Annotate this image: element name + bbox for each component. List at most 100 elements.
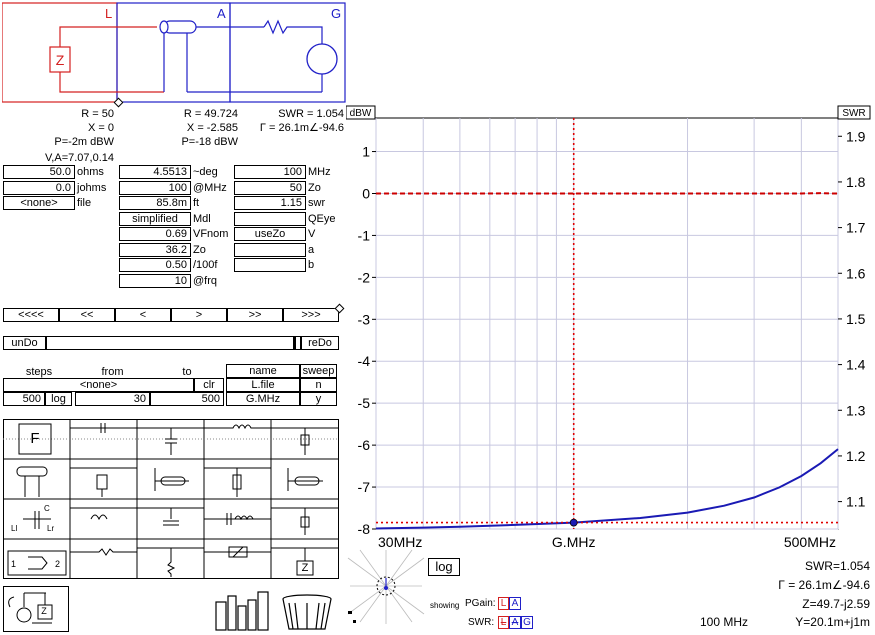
circuit-schematic [2,2,346,103]
sweep-clear-button[interactable]: clr [194,378,224,392]
left-tick-label-7: -6 [358,437,371,453]
load-param-unit-0: ohms [77,165,117,179]
generator-thumbnail-z: Z [37,605,51,617]
line-param-value-6[interactable]: 0.50 [119,258,191,272]
load-reactance-readout: X = 0 [44,122,114,134]
palette-file-symbol: F [19,433,51,445]
nav-button-3[interactable]: > [171,308,227,322]
right-tick-label-7: 1.2 [846,448,866,464]
sweep-name-header: name [226,364,300,378]
sweep-from-header: from [75,366,150,378]
line-param-value-1[interactable]: 100 [119,181,191,195]
nav-button-4[interactable]: >> [227,308,283,322]
swr-toggle-l[interactable]: L [498,616,509,629]
sweep-sweep-n[interactable]: n [300,378,337,392]
palette-port2-label: 2 [55,558,60,570]
load-param-value-0[interactable]: 50.0 [3,165,75,179]
gen-param-value-4[interactable]: useZo [234,227,306,241]
polar-log-button[interactable]: log [428,558,460,576]
undo-button[interactable]: unDo [3,336,46,350]
gen-param-unit-2: swr [308,196,348,210]
polar-chart-thumbnail[interactable] [346,548,426,630]
line-param-unit-6: /100f [193,258,233,272]
sweep-file-field[interactable]: <none> [3,378,194,392]
right-tick-label-6: 1.3 [846,402,866,418]
line-param-value-5[interactable]: 36.2 [119,243,191,257]
gen-param-value-3[interactable] [234,212,306,226]
line-param-value-3[interactable]: simplified [119,212,191,226]
gen-param-value-2[interactable]: 1.15 [234,196,306,210]
left-tick-label-6: -5 [358,395,371,411]
load-section-label: L [105,8,112,20]
left-tick-label-8: -7 [358,479,371,495]
line-param-unit-5: Zo [193,243,233,257]
redo-button[interactable]: reDo [301,336,339,350]
sweep-sweep-header: sweep [300,364,337,378]
palette-port1-label: 1 [11,558,16,570]
swr-toggle-a[interactable]: A [509,616,521,629]
nav-button-2[interactable]: < [115,308,171,322]
gen-section-label: G [331,8,341,20]
sweep-log-button[interactable]: log [45,392,72,406]
sweep-steps-field[interactable]: 500 [3,392,45,406]
load-param-value-2[interactable]: <none> [3,196,75,210]
gen-param-unit-3: QEye [308,212,348,226]
gamma-readout: Γ = 26.1m∠-94.6 [720,579,870,591]
line-param-unit-0: ~deg [193,165,233,179]
left-tick-label-5: -4 [358,353,371,369]
polar-chart-graphic [346,548,426,630]
gen-param-value-5[interactable] [234,243,306,257]
undo-history-bar[interactable] [46,336,301,350]
load-param-value-1[interactable]: 0.0 [3,181,75,195]
right-tick-label-2: 1.7 [846,220,866,236]
gen-param-unit-0: MHz [308,165,348,179]
gen-param-value-0[interactable]: 100 [234,165,306,179]
line-param-value-7[interactable]: 10 [119,274,191,288]
sweep-to-field[interactable]: 500 [150,392,224,406]
line-param-value-2[interactable]: 85.8m [119,196,191,210]
right-tick-label-8: 1.1 [846,494,866,510]
pgain-toggle-l[interactable]: L [498,597,509,610]
load-param-unit-1: johms [77,181,117,195]
nav-button-1[interactable]: << [59,308,115,322]
line-param-value-4[interactable]: 0.69 [119,227,191,241]
line-power-readout: P=-18 dBW [150,136,238,148]
gen-param-value-1[interactable]: 50 [234,181,306,195]
left-tick-label-0: 1 [362,144,370,160]
pgain-toggle-a[interactable]: A [509,597,521,610]
sweep-from-field[interactable]: 30 [75,392,150,406]
sweep-sweep-y[interactable]: y [300,392,337,406]
left-tick-label-2: -1 [358,227,371,243]
trash-icon[interactable] [281,594,333,632]
plot-area[interactable] [376,118,838,529]
swr-toggle-g[interactable]: G [521,616,533,629]
left-tick-label-3: -2 [358,269,371,285]
nav-button-0[interactable]: <<<< [3,308,59,322]
sweep-steps-header: steps [3,366,75,378]
gen-param-value-6[interactable] [234,258,306,272]
pgain-label: PGain: [465,598,496,610]
palette-c-label: C [44,503,50,515]
gen-param-unit-1: Zo [308,181,348,195]
x-tick-label-0: 30MHz [378,534,422,550]
load-power-readout: P=-2m dBW [24,136,114,148]
bar-chart-graphic [214,590,272,632]
load-param-unit-2: file [77,196,117,210]
left-tick-label-4: -3 [358,311,371,327]
right-tick-label-0: 1.9 [846,128,866,144]
line-param-value-0[interactable]: 4.5513 [119,165,191,179]
right-tick-label-4: 1.5 [846,311,866,327]
admittance-readout: Y=20.1m+j1m [720,616,870,628]
sweep-name-gen[interactable]: G.MHz [226,392,300,406]
right-axis-label: SWR [842,108,865,119]
bar-chart-icon[interactable] [214,590,272,632]
gen-param-unit-4: V [308,227,348,241]
cursor-marker[interactable] [570,519,577,526]
circuit-diagram[interactable]: L A G Z [2,2,346,103]
line-section-label: A [217,8,226,20]
generator-thumbnail[interactable]: Z [3,586,69,632]
load-va-readout: V,A=7.07,0.14 [24,152,114,164]
nav-button-5[interactable]: >>> [283,308,339,322]
sweep-name-file[interactable]: L.file [226,378,300,392]
